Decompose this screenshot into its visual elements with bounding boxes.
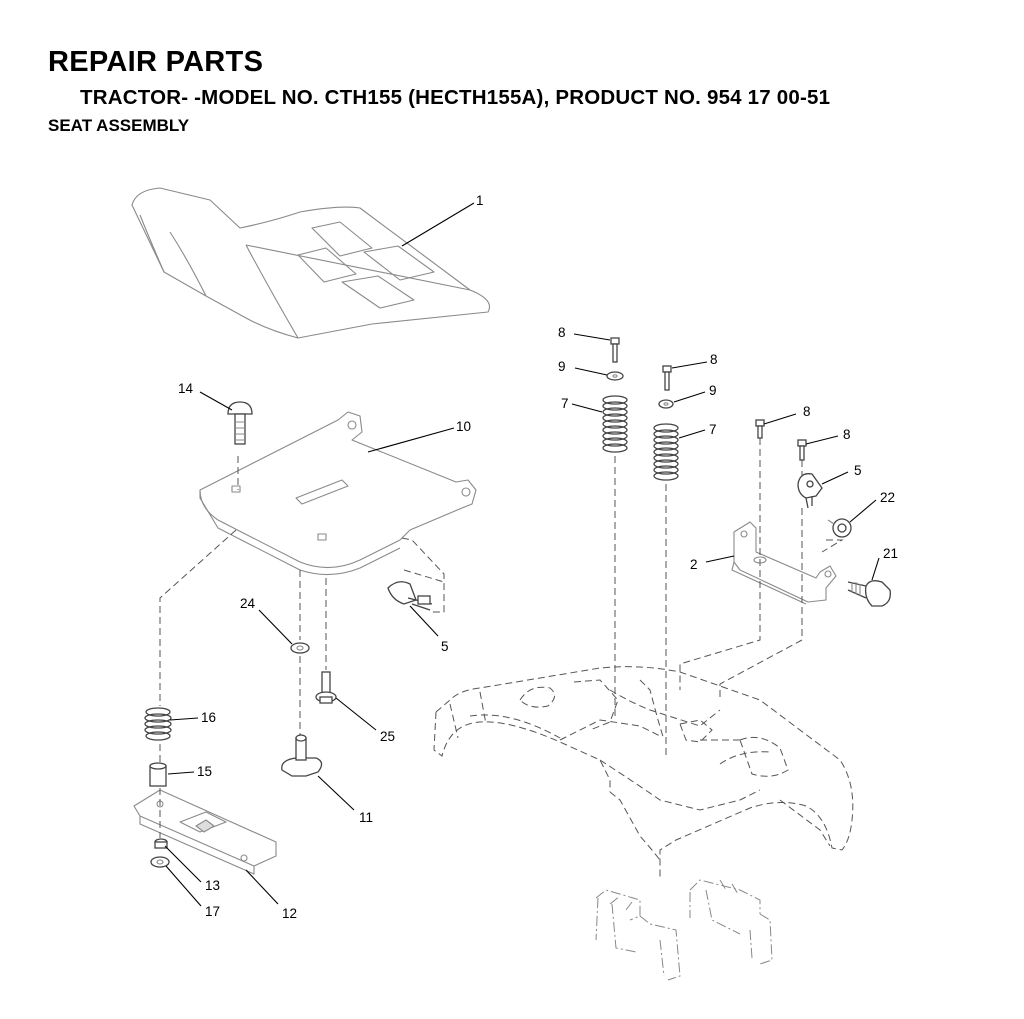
section-title: SEAT ASSEMBLY bbox=[48, 116, 190, 135]
callout-15: 15 bbox=[197, 764, 212, 779]
seat-part bbox=[131, 187, 491, 339]
nut-part-13 bbox=[154, 838, 168, 849]
spring-part-16 bbox=[144, 707, 172, 741]
washer-part-9a bbox=[606, 371, 624, 381]
callout-9a: 9 bbox=[558, 359, 566, 374]
shoulder-bolt-part-25 bbox=[315, 671, 337, 704]
frame-legs-outline bbox=[595, 879, 773, 981]
seat-pan-part bbox=[199, 411, 477, 576]
callout-5-left: 5 bbox=[441, 639, 449, 654]
bolt-part-8b bbox=[662, 365, 672, 391]
callout-12: 12 bbox=[282, 906, 297, 921]
leader-lines bbox=[164, 202, 880, 907]
callout-16: 16 bbox=[201, 710, 216, 725]
washer-part-17 bbox=[150, 856, 170, 868]
callout-14: 14 bbox=[178, 381, 194, 396]
bolt-part-8a bbox=[610, 337, 620, 363]
callout-labels: 1 10 14 5 24 25 11 16 15 13 17 12 8 9 7 … bbox=[178, 193, 898, 921]
callout-22: 22 bbox=[880, 490, 895, 505]
callout-8d: 8 bbox=[843, 427, 851, 442]
bolt-part-8c bbox=[755, 419, 765, 439]
callout-7a: 7 bbox=[561, 396, 569, 411]
wing-knob-part-11 bbox=[281, 734, 323, 777]
callout-17: 17 bbox=[205, 904, 220, 919]
spacer-part-15 bbox=[149, 762, 167, 787]
callout-8c: 8 bbox=[803, 404, 811, 419]
washer-part-9b bbox=[658, 399, 674, 409]
spring-part-7a bbox=[602, 395, 628, 453]
callout-11: 11 bbox=[359, 810, 373, 825]
callout-10: 10 bbox=[456, 419, 471, 434]
callout-25: 25 bbox=[380, 729, 395, 744]
knob-part-22 bbox=[827, 518, 852, 538]
seat-switch-part-left bbox=[387, 581, 433, 611]
callout-7b: 7 bbox=[709, 422, 717, 437]
callout-8a: 8 bbox=[558, 325, 566, 340]
switch-bracket-part-2 bbox=[731, 521, 837, 605]
washer-part-24 bbox=[290, 642, 310, 654]
seat-switch-part-right bbox=[797, 473, 823, 509]
callout-2: 2 bbox=[690, 557, 698, 572]
callout-13: 13 bbox=[205, 878, 220, 893]
fender-frame-outline bbox=[433, 666, 854, 880]
spring-part-7b bbox=[653, 423, 679, 481]
callout-1: 1 bbox=[476, 193, 484, 208]
adjuster-knob-part-21 bbox=[847, 580, 891, 607]
callout-21: 21 bbox=[883, 546, 898, 561]
callout-24: 24 bbox=[240, 596, 256, 611]
callout-8b: 8 bbox=[710, 352, 718, 367]
carriage-bolt-part bbox=[227, 401, 253, 445]
callout-5-right: 5 bbox=[854, 463, 862, 478]
page-title: REPAIR PARTS bbox=[48, 46, 264, 78]
bolt-part-8d bbox=[797, 439, 807, 461]
callout-9b: 9 bbox=[709, 383, 717, 398]
page-subtitle: TRACTOR- -MODEL NO. CTH155 (HECTH155A), … bbox=[80, 86, 831, 109]
